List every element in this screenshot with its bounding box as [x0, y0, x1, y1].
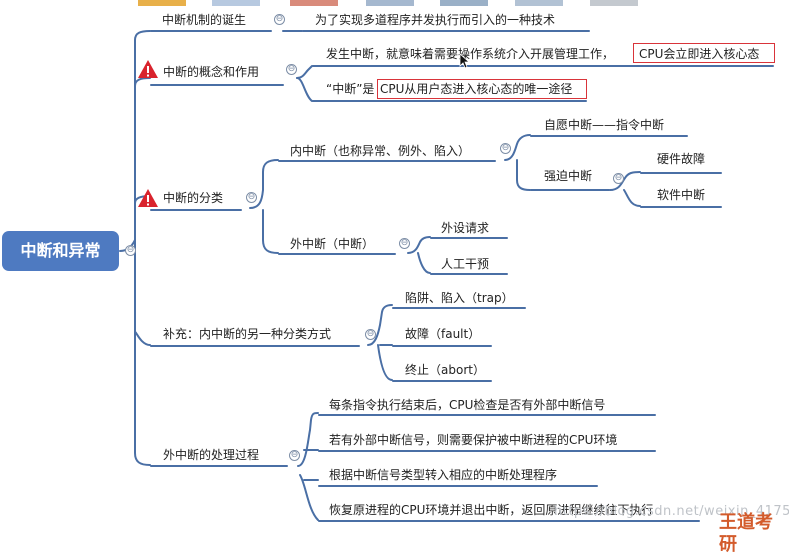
node-internal-label[interactable]: 内中断（也称异常、例外、陷入）: [290, 144, 471, 158]
node-process-step-1[interactable]: 每条指令执行结束后，CPU检查是否有外部中断信号: [329, 398, 606, 412]
connector-lines: [119, 30, 641, 521]
node-software[interactable]: 软件中断: [657, 188, 706, 202]
node-underline: [318, 485, 598, 487]
node-concept-only-a[interactable]: “中断”是: [326, 82, 375, 96]
branch-underline: [150, 345, 360, 347]
collapse-icon[interactable]: ⊖: [286, 64, 297, 75]
root-node[interactable]: 中断和异常: [2, 231, 119, 271]
node-underline: [430, 273, 508, 275]
node-underline: [312, 65, 774, 67]
warning-icon: [138, 60, 158, 78]
collapse-icon[interactable]: ⊖: [246, 192, 257, 203]
node-underline: [430, 237, 508, 239]
collapse-icon[interactable]: ⊖: [125, 245, 136, 256]
node-process-step-3[interactable]: 根据中断信号类型转入相应的中断处理程序: [329, 468, 558, 482]
toolbar-bar: [212, 0, 260, 6]
node-underline: [530, 135, 688, 137]
node-external-label[interactable]: 外中断（中断）: [290, 237, 375, 251]
branch-concept-label[interactable]: 中断的概念和作用: [163, 65, 260, 79]
highlight-box: [377, 79, 587, 99]
node-underline: [318, 414, 656, 416]
node-process-step-2[interactable]: 若有外部中断信号，则需要保护被中断进程的CPU环境: [329, 433, 618, 447]
node-underline: [640, 206, 722, 208]
node-voluntary[interactable]: 自愿中断——指令中断: [544, 118, 665, 132]
toolbar-bar: [515, 0, 563, 6]
node-fault[interactable]: 故障（fault）: [405, 327, 481, 341]
collapse-icon[interactable]: ⊖: [399, 238, 410, 249]
node-abort[interactable]: 终止（abort）: [405, 363, 485, 377]
node-device-request[interactable]: 外设请求: [441, 221, 490, 235]
node-underline: [302, 30, 590, 32]
watermark-brand: 王道考研: [719, 512, 773, 555]
toolbar-bar: [440, 0, 488, 6]
node-underline: [530, 189, 610, 191]
branch-underline: [150, 84, 284, 86]
node-manual-intervention[interactable]: 人工干预: [441, 257, 490, 271]
node-underline: [278, 253, 396, 255]
watermark-url: https://blog.csdn.net/weixin_41751005: [554, 504, 789, 519]
branch-origin-label[interactable]: 中断机制的诞生: [162, 13, 247, 27]
node-origin-desc[interactable]: 为了实现多道程序并发执行而引入的一种技术: [315, 13, 556, 27]
collapse-icon[interactable]: ⊖: [274, 14, 285, 25]
node-concept-only-b[interactable]: CPU从用户态进入核心态的唯一途径: [380, 82, 573, 96]
toolbar-bar: [290, 0, 338, 6]
branch-category-label[interactable]: 中断的分类: [163, 191, 224, 205]
toolbar-bar: [590, 0, 638, 6]
node-underline: [278, 160, 496, 162]
node-trap[interactable]: 陷阱、陷入（trap）: [405, 291, 514, 305]
branch-underline: [150, 30, 272, 32]
collapse-icon[interactable]: ⊖: [365, 329, 376, 340]
node-process-step-4[interactable]: 恢复原进程的CPU环境并退出中断，返回原进程继续往下执行: [329, 503, 654, 517]
branch-underline: [150, 209, 242, 211]
node-underline: [392, 307, 526, 309]
node-concept-desc-b[interactable]: CPU会立即进入核心态: [639, 47, 760, 61]
collapse-icon[interactable]: ⊖: [289, 450, 300, 461]
node-hardware[interactable]: 硬件故障: [657, 152, 706, 166]
mouse-cursor-icon: [459, 53, 471, 69]
node-underline: [392, 380, 492, 382]
collapse-icon[interactable]: ⊖: [500, 143, 511, 154]
branch-process-label[interactable]: 外中断的处理过程: [163, 448, 260, 462]
highlight-box: [633, 43, 775, 63]
node-underline: [392, 345, 492, 347]
warning-icon: [138, 189, 158, 207]
toolbar-bar: [366, 0, 414, 6]
node-forced[interactable]: 强迫中断: [544, 169, 593, 183]
node-concept-desc-a[interactable]: 发生中断，就意味着需要操作系统介入开展管理工作，: [326, 47, 615, 61]
node-underline: [318, 520, 700, 522]
node-underline: [318, 450, 656, 452]
branch-underline: [150, 465, 288, 467]
branch-supplement-label[interactable]: 补充：内中断的另一种分类方式: [163, 327, 332, 341]
toolbar-bar: [138, 0, 186, 6]
node-underline: [312, 100, 587, 102]
node-underline: [640, 172, 722, 174]
collapse-icon[interactable]: ⊖: [613, 173, 624, 184]
